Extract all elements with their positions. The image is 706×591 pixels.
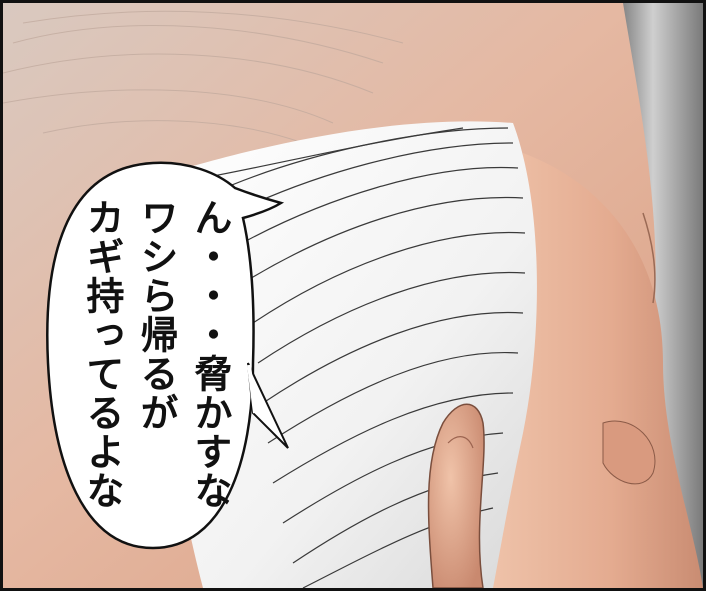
face-contour [642,212,656,304]
ear-shape [602,420,656,485]
scalp-hair-strands [3,10,404,144]
hair-strand-lines [202,127,526,588]
speech-bubble [46,161,285,550]
panel-art [3,3,703,588]
speech-line-1: ん・・・脅かすな [188,198,232,510]
speech-text: ん・・・脅かすな ワシら帰るが カギ持ってるよな [75,198,237,538]
speech-line-2: ワシら帰るが [134,198,178,432]
finger [427,403,485,588]
speech-bubble-tail-joint [247,364,257,414]
speech-line-3: カギ持ってるよな [80,198,124,510]
finger-nail-line [447,436,474,449]
